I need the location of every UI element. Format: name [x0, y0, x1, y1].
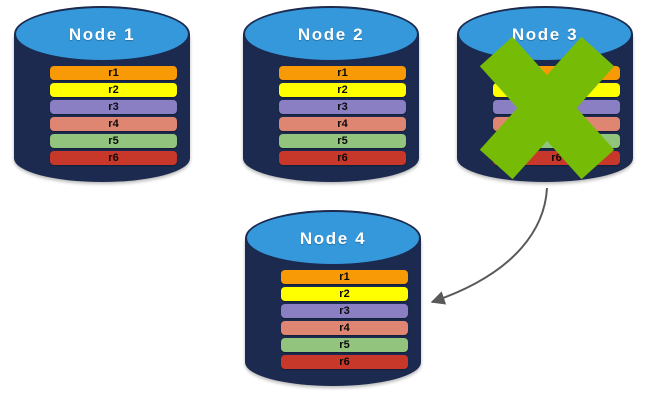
row-label: r3	[551, 100, 562, 113]
node-1-label: Node 1	[68, 25, 136, 44]
row-label: r4	[108, 117, 119, 130]
node-2-row-r3[interactable]: r3	[279, 100, 406, 114]
row-label: r2	[337, 83, 348, 96]
node-1-rows: r1 r2 r3 r4 r5 r6	[50, 66, 177, 165]
node-1-cylinder-top: Node 1	[14, 6, 190, 62]
row-label: r6	[337, 151, 348, 164]
node-1-row-r3[interactable]: r3	[50, 100, 177, 114]
row-label: r6	[108, 151, 119, 164]
node-1-row-r1[interactable]: r1	[50, 66, 177, 80]
node-3-row-r6[interactable]: r6	[493, 151, 620, 165]
node-4-rows: r1 r2 r3 r4 r5 r6	[281, 270, 408, 369]
node-4-row-r5[interactable]: r5	[281, 338, 408, 352]
row-label: r2	[339, 287, 350, 300]
row-label: r1	[551, 66, 562, 79]
node-1-row-r6[interactable]: r6	[50, 151, 177, 165]
row-label: r4	[551, 117, 562, 130]
node-3-row-r5[interactable]: r5	[493, 134, 620, 148]
node-2-row-r4[interactable]: r4	[279, 117, 406, 131]
row-label: r2	[551, 83, 562, 96]
node-4-row-r1[interactable]: r1	[281, 270, 408, 284]
row-label: r5	[339, 338, 350, 351]
node-3-label: Node 3	[511, 25, 579, 44]
row-label: r4	[339, 321, 350, 334]
node-1-row-r5[interactable]: r5	[50, 134, 177, 148]
node-2-label: Node 2	[297, 25, 365, 44]
row-label: r4	[337, 117, 348, 130]
row-label: r3	[337, 100, 348, 113]
row-label: r5	[108, 134, 119, 147]
node-3-row-r3[interactable]: r3	[493, 100, 620, 114]
row-label: r5	[337, 134, 348, 147]
node-4-label: Node 4	[299, 229, 367, 248]
node-2-row-r5[interactable]: r5	[279, 134, 406, 148]
node-2-rows: r1 r2 r3 r4 r5 r6	[279, 66, 406, 165]
node-3-rows: r1 r2 r3 r4 r5 r6	[493, 66, 620, 165]
row-label: r6	[339, 355, 350, 368]
row-label: r3	[339, 304, 350, 317]
row-label: r5	[551, 134, 562, 147]
rebuild-arrow-path	[430, 187, 548, 305]
node-2-row-r1[interactable]: r1	[279, 66, 406, 80]
node-4-cylinder-top: Node 4	[245, 210, 421, 266]
node-3-row-r4[interactable]: r4	[493, 117, 620, 131]
node-2-cylinder-top: Node 2	[243, 6, 419, 62]
row-label: r2	[108, 83, 119, 96]
node-2[interactable]: Node 2 r1 r2 r3 r4 r5 r6	[243, 6, 419, 182]
node-3-cylinder-top: Node 3	[457, 6, 633, 62]
node-4-row-r6[interactable]: r6	[281, 355, 408, 369]
node-3-row-r1[interactable]: r1	[493, 66, 620, 80]
node-3-row-r2[interactable]: r2	[493, 83, 620, 97]
row-label: r3	[108, 100, 119, 113]
node-4-row-r2[interactable]: r2	[281, 287, 408, 301]
node-2-row-r2[interactable]: r2	[279, 83, 406, 97]
node-4-row-r3[interactable]: r3	[281, 304, 408, 318]
node-1-row-r2[interactable]: r2	[50, 83, 177, 97]
node-2-row-r6[interactable]: r6	[279, 151, 406, 165]
row-label: r1	[339, 270, 350, 283]
node-1[interactable]: Node 1 r1 r2 r3 r4 r5 r6	[14, 6, 190, 182]
row-label: r1	[337, 66, 348, 79]
row-label: r1	[108, 66, 119, 79]
node-4[interactable]: Node 4 r1 r2 r3 r4 r5 r6	[245, 210, 421, 386]
node-3[interactable]: Node 3 r1 r2 r3 r4 r5 r6	[457, 6, 633, 182]
row-label: r6	[551, 151, 562, 164]
node-1-row-r4[interactable]: r4	[50, 117, 177, 131]
node-4-row-r4[interactable]: r4	[281, 321, 408, 335]
